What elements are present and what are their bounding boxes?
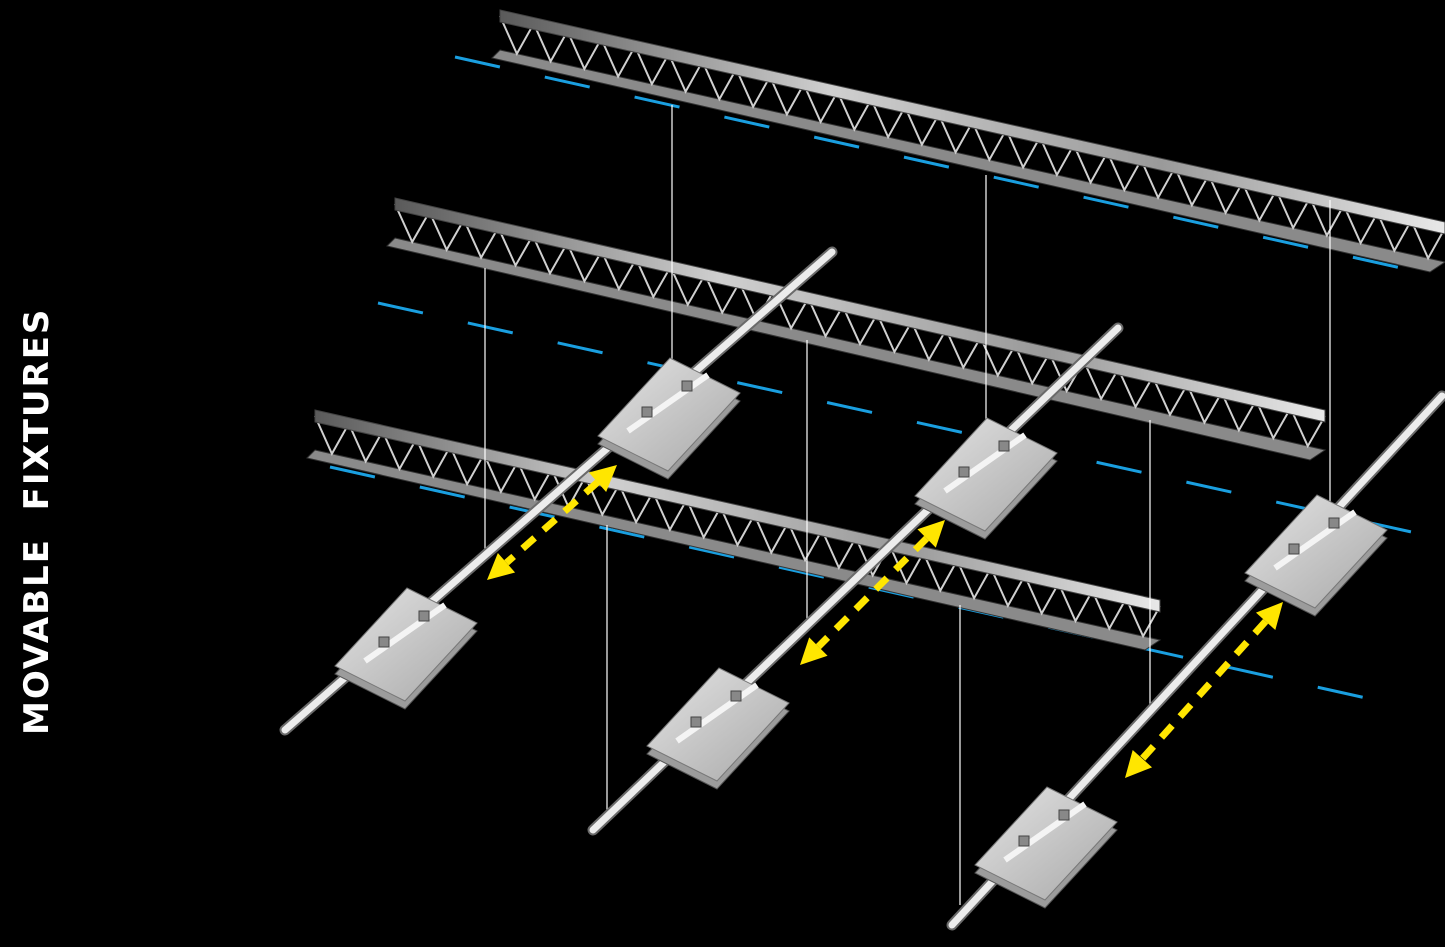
guide-line-1: [454, 55, 1411, 272]
fixture-clamp: [1288, 543, 1300, 555]
double-arrow-2: [800, 520, 945, 665]
fixture-4: [334, 587, 478, 710]
fixture-track-segment: [675, 682, 759, 744]
fixture-5: [646, 667, 790, 790]
truss-lattice: [499, 15, 1445, 261]
fixture-3: [1244, 494, 1388, 617]
arrow-head: [1255, 602, 1283, 631]
fixture-track-segment: [1003, 801, 1087, 863]
fixture-clamp: [958, 466, 970, 478]
double-arrow-1: [487, 465, 617, 580]
arrow-shaft: [815, 535, 930, 650]
truss-bottom-chord: [306, 449, 1162, 651]
movement-arrows: [487, 465, 1283, 778]
fixture-clamp: [1058, 809, 1070, 821]
fixture-clamp: [690, 716, 702, 728]
arrow-shaft: [504, 479, 600, 566]
fixture-track-segment: [1273, 509, 1357, 571]
fixture-clamp: [378, 636, 390, 648]
arrow-head: [1125, 749, 1153, 778]
fixture-body: [334, 587, 478, 702]
truss-bottom-chord: [491, 49, 1445, 273]
hanging-cables: [484, 105, 1331, 905]
fixture-clamp: [418, 610, 430, 622]
fixture-2: [914, 417, 1058, 540]
arrow-head: [800, 637, 828, 665]
fixture-body: [974, 786, 1118, 901]
truss-top-chord: [314, 409, 1161, 613]
fixtures: [334, 357, 1388, 909]
truss-lattice: [394, 203, 1326, 449]
fixture-track-segment: [943, 432, 1027, 494]
fixture-clamp: [641, 406, 653, 418]
fixture-track-segment: [363, 602, 447, 664]
arrow-shaft: [1139, 619, 1269, 761]
arrow-head: [487, 553, 516, 580]
fixture-track-segment: [626, 372, 710, 434]
fixture-body: [646, 667, 790, 782]
truss-lattice: [314, 415, 1161, 639]
fixture-body: [1244, 494, 1388, 609]
fixture-clamp: [681, 380, 693, 392]
fixture-body: [914, 417, 1058, 532]
fixture-clamp: [730, 690, 742, 702]
double-arrow-3: [1125, 602, 1283, 778]
fixture-clamp: [998, 440, 1010, 452]
arrow-head: [588, 465, 617, 492]
fixture-clamp: [1018, 835, 1030, 847]
truss-3: [306, 409, 1162, 651]
truss-2: [386, 197, 1327, 461]
trusses: [306, 9, 1445, 651]
truss-bottom-chord: [386, 237, 1327, 461]
truss-top-chord: [394, 197, 1326, 423]
fixture-body: [597, 357, 741, 472]
truss-top-chord: [499, 9, 1445, 235]
blue-guide-lines: [329, 55, 1426, 702]
truss-1: [491, 9, 1445, 273]
fixture-6: [974, 786, 1118, 909]
arrow-head: [917, 520, 945, 548]
fixture-clamp: [1328, 517, 1340, 529]
fixture-1: [597, 357, 741, 480]
